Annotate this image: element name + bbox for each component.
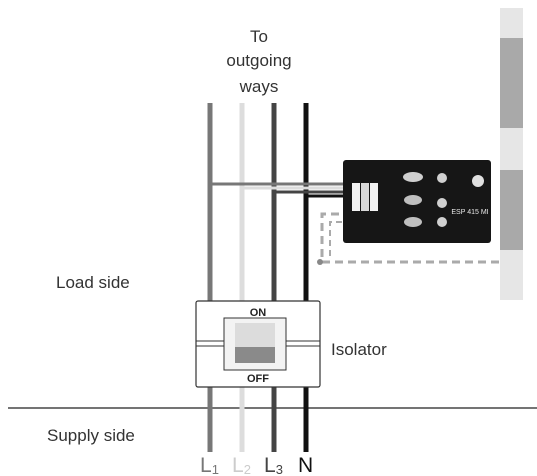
device-led-indicators [403,172,484,227]
conductor-label-l2: L2 [232,454,251,476]
conductors [207,103,309,452]
supply-side-label: Supply side [47,426,135,445]
device-model-label: ESP 415 MI [451,209,488,216]
conductor-label-n: N [298,454,313,476]
top-label-line-1: To [250,27,268,46]
isolator-switch: ON OFF [195,300,321,388]
load-side-label: Load side [56,273,130,292]
top-label-line-2: outgoing [226,51,291,70]
conductor-label-l3: L3 [264,454,283,476]
earth-bar [500,8,523,300]
outgoing-ways-label: To outgoing ways [226,27,291,96]
isolator-handle-upper [235,323,275,347]
conductor-labels: L1 L2 L3 N [200,454,313,476]
isolator-label: Isolator [331,340,387,359]
isolator-handle-lower [235,347,275,363]
conductor-label-l1: L1 [200,454,219,476]
top-label-line-3: ways [239,77,279,96]
isolator-off-label: OFF [247,373,269,385]
surge-protector-device: ESP 415 MI [343,160,491,243]
isolator-on-label: ON [250,307,267,319]
device-connection-wires [210,182,500,265]
